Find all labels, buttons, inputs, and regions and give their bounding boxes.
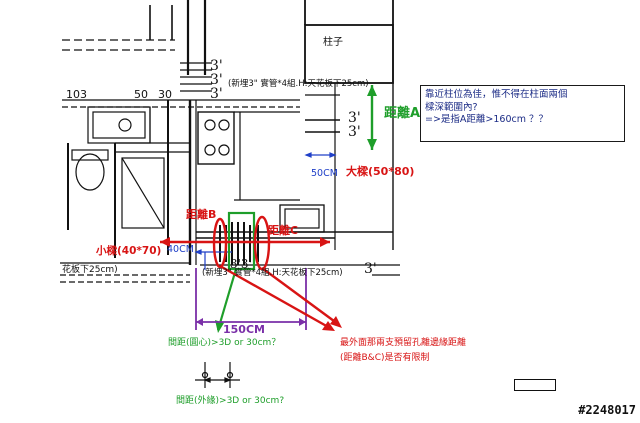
ceiling-note-mid: (新埋3" 實管*4組.H:天花板下25cm) (202, 267, 343, 278)
ceiling-note-top: (新埋3" 實管*4組.H:天花板下25cm) (228, 78, 369, 89)
width-150-label: 150CM (223, 323, 265, 336)
plan-linework (60, 0, 400, 388)
question-outside-spacing: 間距(外緣)>3D or 30cm? (176, 396, 285, 406)
legend-box (514, 379, 556, 391)
dim-50: 50 (134, 88, 148, 101)
pipe-label-top-2: 3' (210, 72, 223, 88)
dim-103: 103 (66, 88, 87, 101)
pipe-label-top: 3' (210, 58, 223, 74)
note-line-2: 樑深範圍內? (425, 101, 478, 113)
note-box: 靠近柱位為佳，惟不得在柱面兩個 樑深範圍內? =>是指A距離>160cm ？？ (420, 85, 625, 142)
pipe-label-right: 3' (348, 110, 361, 126)
big-beam-label: 大樑(50*80) (346, 165, 415, 178)
distance-a-label: 距離A (384, 106, 421, 121)
question-outer-edge-2: (距離B&C)是否有限制 (340, 353, 430, 363)
question-outer-edge: 最外面那兩支預留孔離邊緣距離 (340, 338, 467, 348)
small-beam-label: 小樑(40*70) (96, 245, 162, 257)
note-line-1: 靠近柱位為佳，惟不得在柱面兩個 (425, 89, 568, 100)
pipe-label-mid: 3'3' (230, 257, 252, 271)
pipe-label-right-2: 3' (348, 124, 361, 140)
pipe-label-low: 3' (364, 261, 377, 277)
width-50-label: 50CM (311, 168, 338, 179)
image-watermark: #2248017 (578, 403, 636, 417)
width-40-label: 40CM (167, 244, 194, 255)
distance-c-label: 距離C (268, 224, 299, 237)
note-line-3: =>是指A距離>160cm ？？ (425, 114, 549, 125)
ceiling-note-left: 花板下25cm) (62, 263, 118, 275)
column-label: 柱子 (323, 35, 343, 48)
question-center-spacing: 間距(圓心)>3D or 30cm？ (168, 338, 281, 348)
distance-b-label: 距離B (186, 208, 217, 221)
dim-30: 30 (158, 88, 172, 101)
pipe-label-top-3: 3' (210, 86, 223, 102)
red-markings (160, 215, 342, 331)
